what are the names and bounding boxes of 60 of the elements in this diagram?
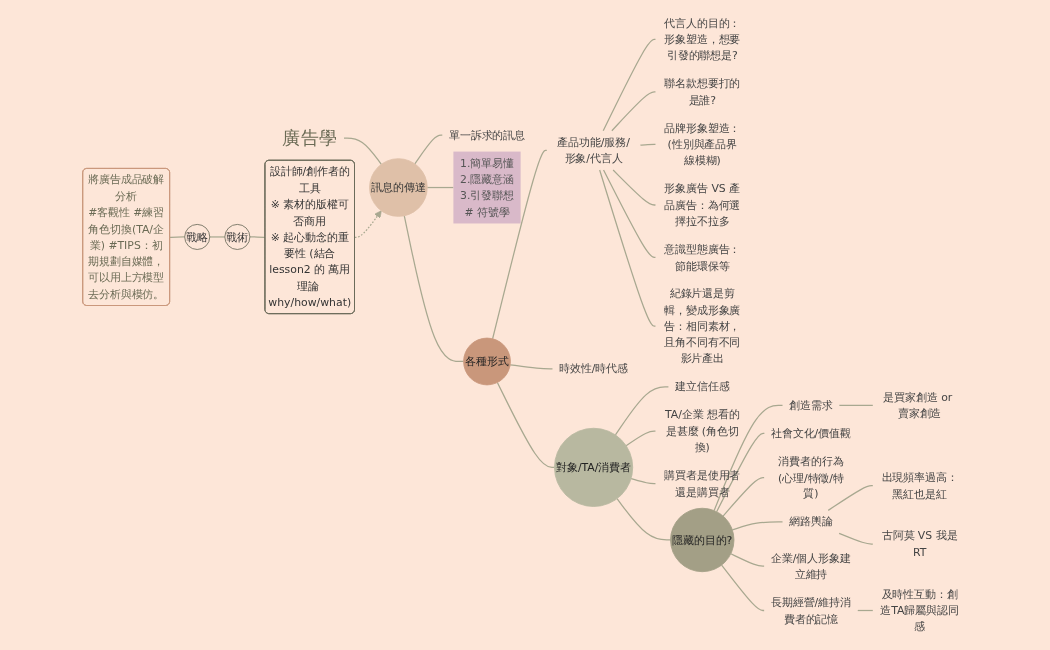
node-text: 意識型態廣告：節能環保等 xyxy=(664,242,741,272)
connector xyxy=(640,143,657,146)
connector xyxy=(497,381,556,468)
connector xyxy=(343,137,383,165)
node-circle: 各種形式 xyxy=(463,337,512,386)
node-text: 社會文化/價值觀 xyxy=(771,426,852,440)
connector xyxy=(839,404,874,406)
node-text: 形象廣告 VS 產品廣告：為何選擇拉不拉多 xyxy=(664,182,741,228)
node-text: 紀錄片還是剪輯，變成形象廣告：相同素材，且角不同有不同影片產出 xyxy=(664,287,741,365)
connector xyxy=(625,430,657,447)
node-text: 古阿莫 VS 我是RT xyxy=(882,529,958,559)
node-text: 產品功能/服務/形象/代言人 xyxy=(557,135,631,165)
node-text: 建立信任感 xyxy=(675,380,730,393)
connector xyxy=(611,91,657,132)
node-text: 購買者是使用者還是購買者 xyxy=(664,468,741,498)
node-box: 1.簡單易懂 2.隱藏意涵 3.引發聯想 # 符號學 xyxy=(453,151,522,224)
connector xyxy=(730,553,766,567)
node-circle: 訊息的傳達 xyxy=(369,158,429,217)
connector xyxy=(616,498,672,541)
node-text: 時效性/時代感 xyxy=(559,362,629,375)
connector xyxy=(414,134,444,165)
node-text: 創造需求 xyxy=(789,398,834,412)
connector xyxy=(209,236,226,238)
connector xyxy=(427,186,455,189)
arrow xyxy=(354,210,383,238)
connector xyxy=(828,485,874,512)
connector xyxy=(716,432,766,513)
connector xyxy=(603,38,657,132)
node-circle: 對象/TA/消費者 xyxy=(554,427,634,507)
node-circle: 隱藏的目的? xyxy=(670,507,735,573)
connector xyxy=(615,386,670,436)
connector xyxy=(713,404,784,512)
connector xyxy=(249,236,267,238)
node-text: 單一訴求的訊息 xyxy=(449,128,526,142)
connector xyxy=(169,236,186,238)
node-text: 品牌形象塑造：(性別與產品界線模糊) xyxy=(664,121,741,167)
connector xyxy=(838,532,874,545)
connector xyxy=(510,364,554,370)
node-circle: 戰術 xyxy=(224,224,251,250)
connector xyxy=(603,169,657,259)
node-text: 企業/個人形象建立維持 xyxy=(771,551,852,581)
connector xyxy=(722,476,766,517)
node-text: 廣告學 xyxy=(282,127,338,149)
connector xyxy=(404,215,465,363)
node-text: 網路輿論 xyxy=(789,515,834,528)
connector xyxy=(612,169,657,206)
node-text: 出現頻率過高：黑紅也是紅 xyxy=(882,471,959,500)
node-text: TA/企業 想看的是甚麼 (角色切換) xyxy=(665,408,741,454)
node-text: 長期經營/維持消費者的記憶 xyxy=(771,595,852,625)
node-text: 是買家創造 or 賣家創造 xyxy=(883,390,953,420)
node-text: 聯名款想要打的是誰? xyxy=(664,77,741,107)
node-text: 消費者的行為(心理/特徵/特質) xyxy=(778,454,845,500)
node-circle: 戰略 xyxy=(184,224,211,250)
connector xyxy=(492,149,548,340)
connector xyxy=(599,169,657,327)
connector xyxy=(721,564,766,612)
node-text: 代言人的目的：形象塑造，想要引發的聯想是? xyxy=(664,16,741,62)
node-text: 及時性互動：創造TA歸屬與認同感 xyxy=(880,587,960,633)
connector xyxy=(630,477,657,485)
connector xyxy=(732,521,784,531)
